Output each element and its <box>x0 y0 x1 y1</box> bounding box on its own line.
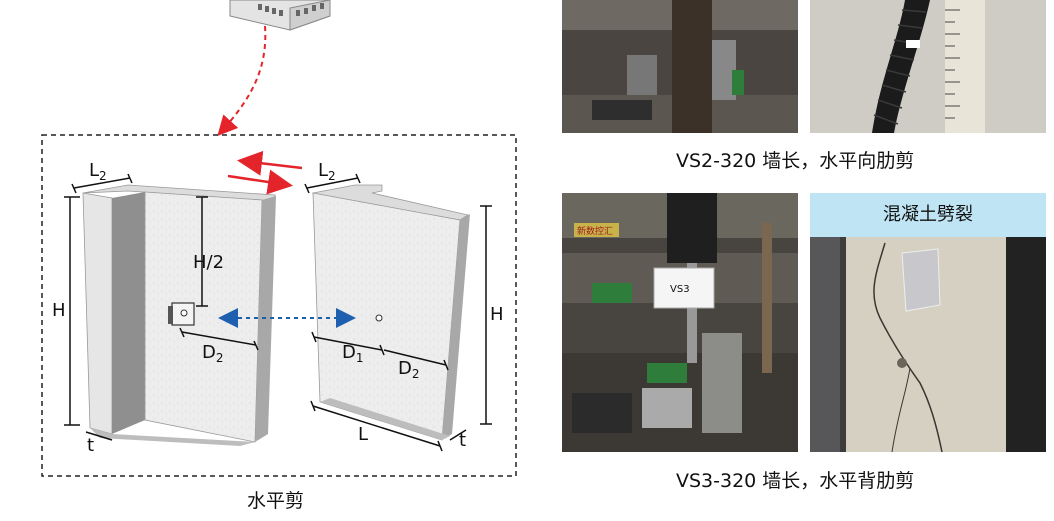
dim-l: L <box>358 424 368 445</box>
left-wall-specimen <box>82 184 276 446</box>
building-icon <box>229 0 331 31</box>
lab-sign-text: 新数控汇 <box>577 225 613 237</box>
photo-vs2-rig <box>562 0 798 133</box>
photo-vs2-detail <box>810 0 1046 133</box>
dim-d2-right: D2 <box>398 358 420 381</box>
dim-d2-left: 2D2 <box>202 342 224 365</box>
dim-h-right: H <box>490 304 504 325</box>
photo-vs3-rig: VS3 新数控汇 <box>562 193 798 452</box>
shear-test-diagram: L2 L2 H H/2 2D2 D1 D2 H L t t <box>41 0 517 477</box>
diagram-caption: 水平剪 <box>247 490 305 512</box>
crack-line <box>873 242 943 452</box>
crack-banner: 混凝土劈裂 <box>810 193 1046 237</box>
shear-arrow-right <box>227 169 293 195</box>
vs3-sign-text: VS3 <box>670 284 690 295</box>
dim-h-left: H <box>52 300 66 321</box>
anchor-hole <box>375 314 383 322</box>
dim-d1: D1 <box>342 342 364 365</box>
dim-h-half: H/2 <box>193 252 224 273</box>
dim-t-left: t <box>87 435 94 456</box>
diagram-frame <box>41 134 517 477</box>
shear-arrow-left <box>237 150 303 176</box>
dim-l2-left: L2 <box>89 160 107 183</box>
vs3-caption: VS3-320 墙长，水平背肋剪 <box>676 470 915 492</box>
red-dashed-pointer-arrow <box>217 25 267 136</box>
dim-t-right: t <box>459 430 466 451</box>
right-wall-specimen <box>311 184 470 441</box>
dim-l2-right: L2 <box>318 160 336 183</box>
vs2-caption: VS2-320 墙长，水平向肋剪 <box>676 150 915 172</box>
